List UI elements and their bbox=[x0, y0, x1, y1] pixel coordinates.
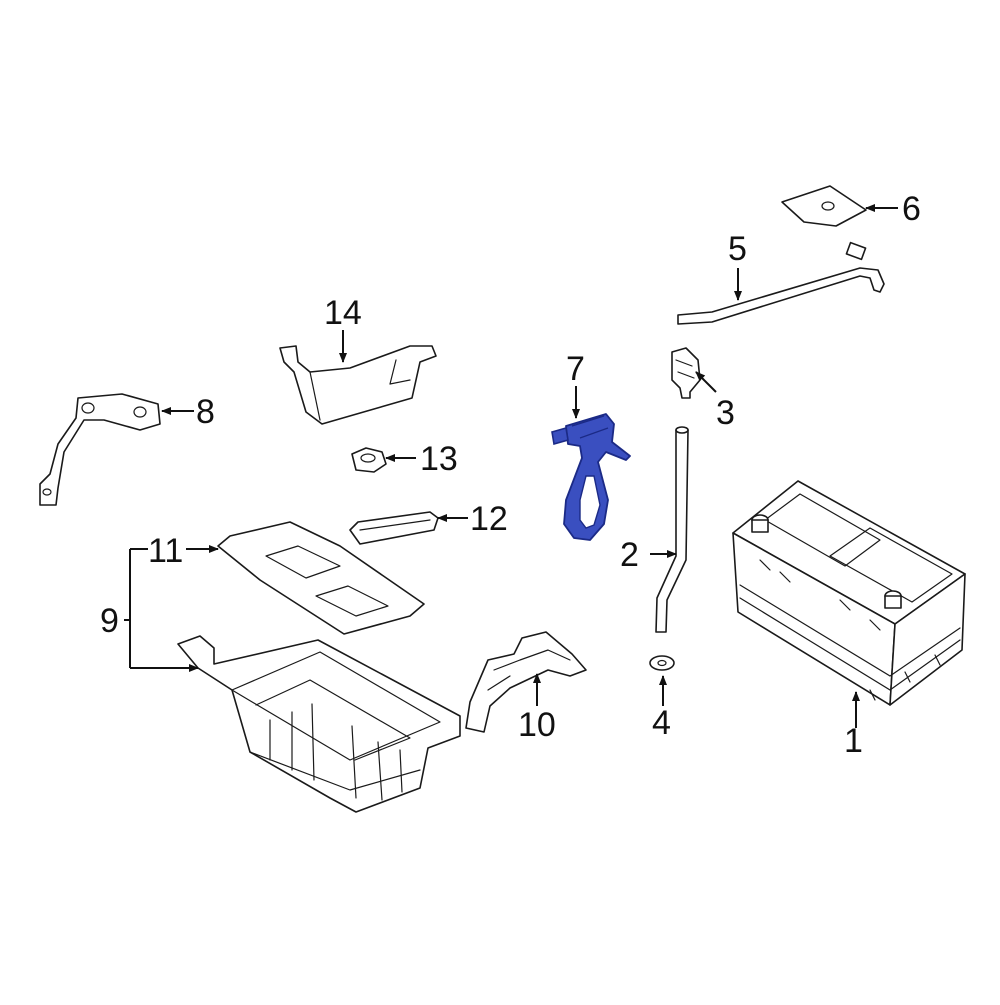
svg-text:9: 9 bbox=[100, 602, 119, 640]
callout-7: 7 bbox=[566, 350, 585, 419]
callout-3: 3 bbox=[695, 371, 735, 432]
part-6-pad[interactable] bbox=[781, 185, 867, 227]
part-9-battery-tray[interactable] bbox=[177, 635, 461, 813]
callout-13: 13 bbox=[385, 440, 458, 478]
callout-12: 12 bbox=[437, 500, 508, 538]
svg-text:2: 2 bbox=[620, 536, 639, 574]
part-2-hold-down-rod[interactable] bbox=[655, 426, 689, 633]
svg-text:7: 7 bbox=[566, 350, 585, 388]
callout-11: 11 bbox=[130, 532, 219, 570]
part-1-battery[interactable] bbox=[732, 480, 966, 706]
part-7-strap[interactable] bbox=[551, 413, 631, 541]
callout-8: 8 bbox=[161, 393, 215, 431]
svg-text:8: 8 bbox=[196, 393, 215, 431]
part-14-support-bracket[interactable] bbox=[279, 345, 437, 425]
svg-text:12: 12 bbox=[470, 500, 508, 538]
svg-text:10: 10 bbox=[518, 706, 556, 744]
callout-10: 10 bbox=[518, 673, 556, 744]
callout-4: 4 bbox=[652, 675, 671, 742]
part-11-insulator[interactable] bbox=[217, 521, 425, 635]
svg-text:11: 11 bbox=[148, 532, 183, 570]
svg-text:3: 3 bbox=[716, 394, 735, 432]
svg-text:14: 14 bbox=[324, 294, 362, 332]
part-5-sensor-cable[interactable] bbox=[677, 241, 885, 325]
part-3-terminal-clip[interactable] bbox=[671, 347, 701, 399]
callout-14: 14 bbox=[324, 294, 362, 363]
part-4-washer[interactable] bbox=[649, 655, 675, 671]
svg-text:6: 6 bbox=[902, 190, 921, 228]
callout-6: 6 bbox=[865, 190, 921, 228]
part-12-pad[interactable] bbox=[349, 511, 439, 545]
svg-text:1: 1 bbox=[844, 722, 863, 760]
callout-2: 2 bbox=[620, 536, 677, 574]
callout-1: 1 bbox=[844, 691, 863, 760]
part-10-splash-shield[interactable] bbox=[465, 631, 587, 733]
part-13-nut[interactable] bbox=[351, 447, 387, 473]
svg-text:5: 5 bbox=[728, 230, 747, 268]
callout-9: 9 bbox=[100, 549, 199, 672]
part-8-bracket[interactable] bbox=[39, 393, 161, 506]
svg-text:4: 4 bbox=[652, 704, 671, 742]
svg-text:13: 13 bbox=[420, 440, 458, 478]
callout-5: 5 bbox=[728, 230, 747, 301]
